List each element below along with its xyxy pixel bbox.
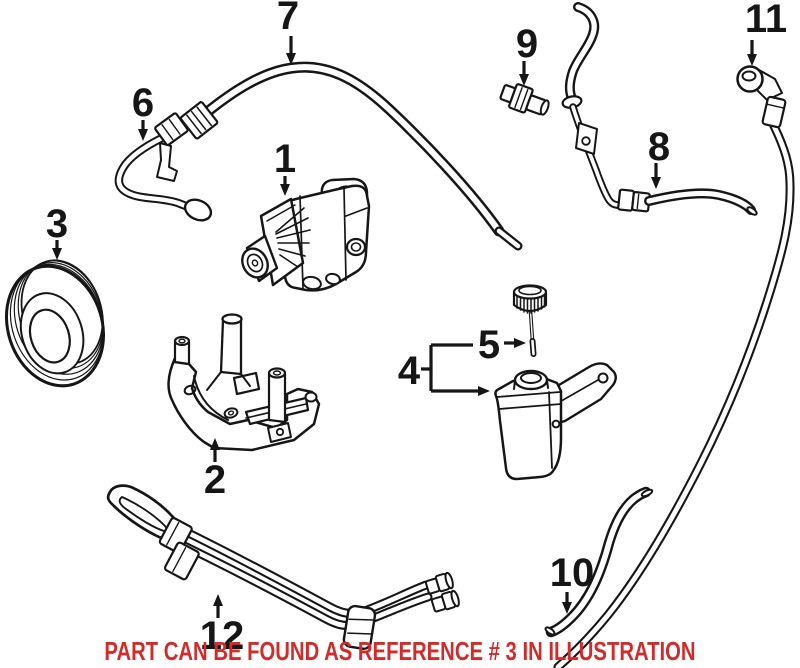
hose-crimp-sleeve <box>761 95 787 129</box>
pipe-nut <box>154 112 189 147</box>
callout-4-label: 4 <box>398 349 421 393</box>
cooler-clamp <box>342 604 377 650</box>
s-hose-drawing <box>561 2 758 216</box>
callout-6: 6 <box>132 81 154 141</box>
return-hose-drawing <box>544 486 654 638</box>
callout-6-label: 6 <box>132 81 154 125</box>
callout-11: 11 <box>745 0 787 66</box>
cooler-end-fitting <box>430 589 460 613</box>
pump-rib-fan <box>275 207 311 268</box>
callout-7: 7 <box>277 0 299 65</box>
hose-crimp <box>617 188 651 213</box>
callout-1: 1 <box>274 137 296 196</box>
reservoir-cap-drawing <box>512 284 548 357</box>
callout-12-label: 12 <box>200 614 245 658</box>
reservoir-tank <box>494 376 563 481</box>
pressure-hose-drawing <box>179 61 523 251</box>
callout-8-label: 8 <box>648 125 670 169</box>
callout-4-bracket <box>421 343 473 391</box>
cooler-clamp <box>163 541 200 581</box>
callout-9-label: 9 <box>516 22 538 66</box>
callout-8: 8 <box>648 125 670 189</box>
banjo-hose-drawing <box>553 65 795 668</box>
cooler-pipe-drawing <box>106 484 460 650</box>
pump-bracket-drawing <box>167 313 321 452</box>
fluid-reservoir-drawing <box>494 362 617 481</box>
callout-3: 3 <box>46 202 68 260</box>
callout-3-label: 3 <box>46 202 68 246</box>
reference-note: PART CAN BE FOUND AS REFERENCE # 3 IN IL… <box>104 636 696 666</box>
connector-fitting-drawing <box>499 83 550 116</box>
callout-12: 12 <box>200 594 245 658</box>
callout-11-label: 11 <box>745 0 787 41</box>
callout-10-label: 10 <box>550 551 595 595</box>
pipe-end-grommet <box>183 198 213 222</box>
callout-1-label: 1 <box>274 137 296 181</box>
power-steering-pump-drawing <box>241 177 371 292</box>
fluid-pipe-drawing <box>114 112 213 222</box>
callout-9: 9 <box>516 22 538 86</box>
callout-7-label: 7 <box>277 0 299 38</box>
hose-crimp-fitting <box>179 101 219 140</box>
pulley-drawing <box>4 259 106 388</box>
callout-4: 4 <box>398 343 490 396</box>
cooler-end-fitting <box>424 571 454 595</box>
callout-5-label: 5 <box>478 323 500 367</box>
pump-port <box>345 237 367 257</box>
callout-2-label: 2 <box>204 458 226 502</box>
callout-2: 2 <box>204 438 226 502</box>
pipe-bracket-tab <box>156 142 178 182</box>
callout-10: 10 <box>550 551 595 614</box>
callout-5: 5 <box>478 323 526 367</box>
